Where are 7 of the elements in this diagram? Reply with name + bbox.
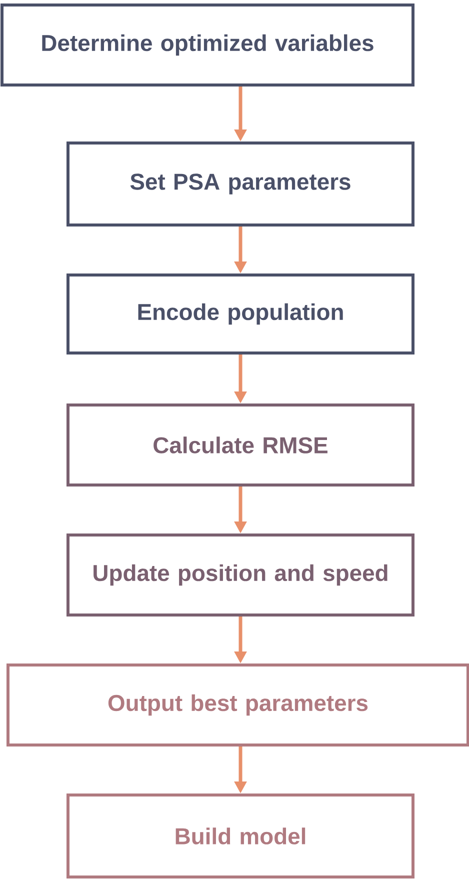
process-box: Determine optimized variables [0, 4, 414, 86]
process-box: Set PSA parameters [66, 142, 414, 226]
process-box: Encode population [66, 274, 414, 354]
process-box: Output best parameters [6, 664, 469, 746]
process-box: Update position and speed [66, 534, 414, 616]
process-box: Build model [66, 794, 414, 878]
process-box: Calculate RMSE [66, 404, 414, 486]
